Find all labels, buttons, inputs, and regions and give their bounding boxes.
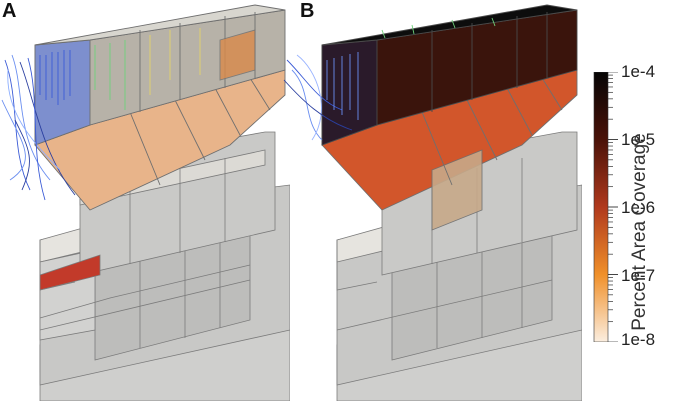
colorbar-tick-label: 1e-6	[621, 198, 656, 217]
colorbar-tick-label: 1e-4	[621, 62, 656, 81]
colorbar-tick-label: 1e-5	[621, 130, 656, 149]
upper-wall-a	[34, 4, 286, 146]
colorbar: 1e-4 1e-5 1e-6 1e-7 1e-8 Percent Area Co…	[590, 60, 692, 350]
colorbar-tick-label: 1e-7	[621, 266, 656, 285]
panel-label-b: B	[300, 0, 315, 22]
upper-wall-b	[321, 4, 578, 146]
panel-b-geometry	[283, 4, 582, 401]
streamlines-b	[283, 17, 496, 141]
colorbar-gradient	[593, 72, 618, 342]
streamlines-a	[1, 28, 201, 201]
panel-a-geometry	[1, 4, 290, 401]
colorbar-tick-label: 1e-8	[621, 330, 656, 349]
panel-label-a: A	[2, 0, 17, 22]
colorbar-ticks	[608, 72, 618, 342]
colorbar-title: Percent Area Coverage	[629, 133, 650, 331]
